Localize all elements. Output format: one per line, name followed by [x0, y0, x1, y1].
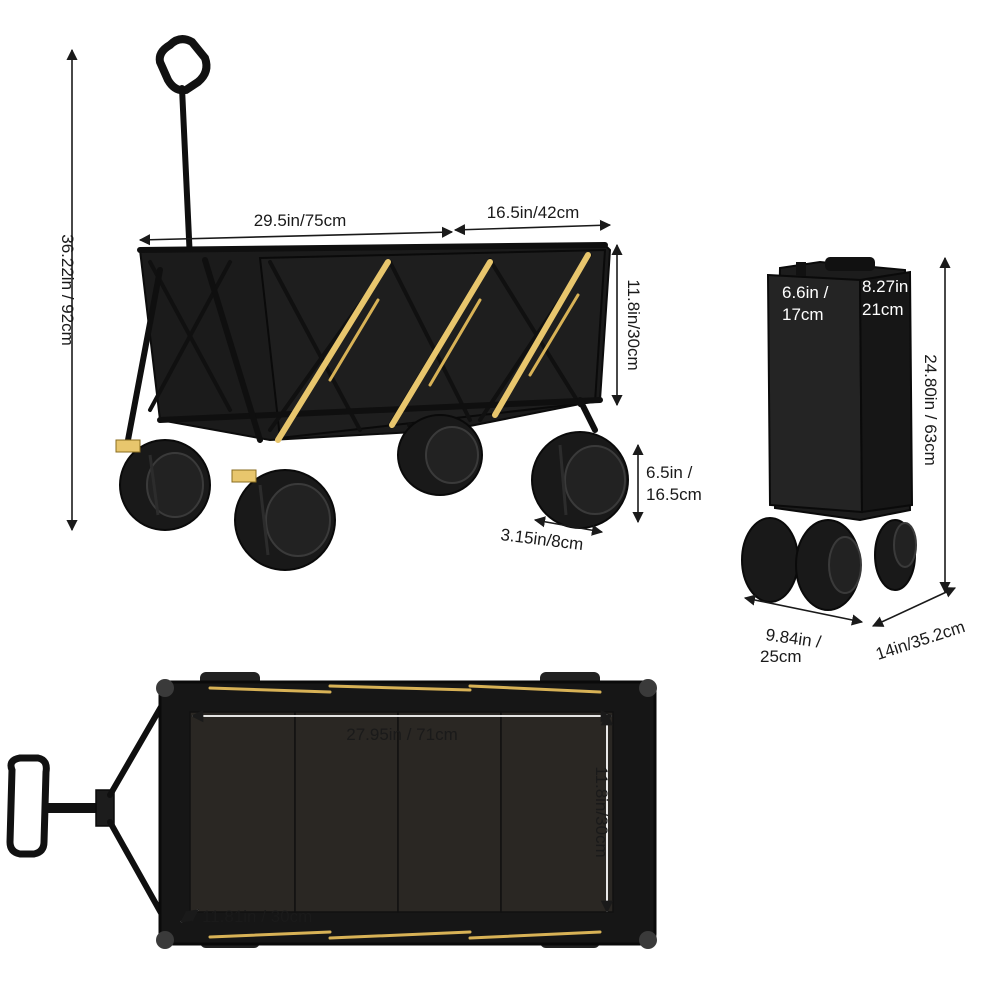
- wheel-front-right: [234, 469, 336, 571]
- top-view-wagon: 27.95in / 71cm 11.8in/30cm 11.81in / 30c…: [6, 672, 657, 949]
- bed-height-label: 11.8in/30cm: [624, 279, 643, 370]
- inner-depth-arrow: [179, 909, 200, 923]
- folded-base-width-line2: 25cm: [760, 647, 802, 666]
- clearance-label-line1: 6.5in /: [646, 463, 693, 482]
- top-handle: [6, 697, 168, 923]
- expanded-wagon-view: 36.22in / 92cm 29.5in/75cm 16.5in/42cm 1…: [58, 35, 702, 571]
- folded-depth-line2: 17cm: [782, 305, 824, 324]
- folded-base-depth-label: 14in/35.2cm: [873, 617, 967, 664]
- folded-height-label: 24.80in / 63cm: [921, 354, 940, 466]
- folded-base-width-arrow: [743, 594, 864, 626]
- inner-width-label: 11.8in/30cm: [592, 766, 611, 857]
- width-label: 16.5in/42cm: [487, 203, 580, 222]
- brake-pedal-left: [115, 439, 141, 453]
- folded-depth-line1: 6.6in /: [782, 283, 829, 302]
- wheel-rear-right: [531, 431, 629, 529]
- folded-wagon-view: 6.6in / 17cm 8.27in / 21cm 24.80in / 63c…: [741, 256, 967, 666]
- gold-accent-bars: [275, 252, 591, 443]
- width-arrow: [453, 219, 612, 236]
- clearance-label-line2: 16.5cm: [646, 485, 702, 504]
- inner-depth-label: 11.81in / 30cm: [202, 907, 312, 926]
- length-arrow: [138, 226, 454, 246]
- folded-width-line2: 21cm: [862, 300, 904, 319]
- wheel-width-arrow: [533, 516, 604, 536]
- inner-length-label: 27.95in / 71cm: [346, 725, 458, 744]
- length-label: 29.5in/75cm: [254, 211, 347, 230]
- folded-width-line1: 8.27in /: [862, 277, 918, 296]
- folded-base-depth-arrow: [871, 587, 957, 627]
- total-height-label: 36.22in / 92cm: [58, 234, 77, 346]
- pull-handle: [155, 35, 211, 263]
- folded-wheels: [741, 517, 917, 611]
- wheel-width-label: 3.15in/8cm: [500, 525, 585, 554]
- wheel-front-left: [119, 439, 211, 531]
- brake-pedal-right: [231, 469, 257, 483]
- wheel-rear-left: [397, 414, 483, 496]
